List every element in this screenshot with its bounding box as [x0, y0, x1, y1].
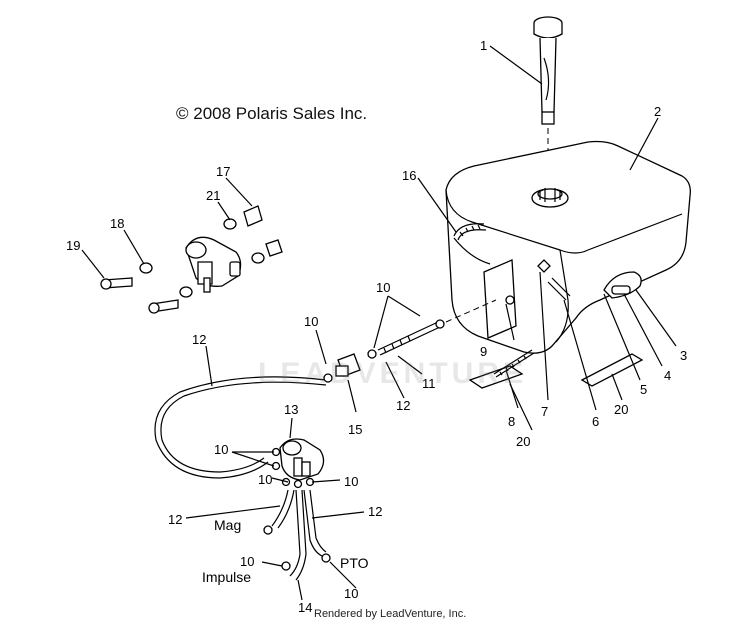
callout-10-d: 10: [258, 472, 272, 487]
hose-labels: Mag Impulse PTO: [202, 517, 369, 585]
fuel-line-long: [154, 376, 327, 479]
callout-15: 15: [348, 422, 362, 437]
callout-10-f: 10: [240, 554, 254, 569]
callout-10-g: 10: [344, 586, 358, 601]
fuel-tank: [445, 140, 691, 354]
callout-20-left: 20: [516, 434, 530, 449]
callout-6: 6: [592, 414, 599, 429]
callout-2: 2: [654, 104, 661, 119]
callout-1: 1: [480, 38, 487, 53]
fuel-pump-upper: [100, 205, 283, 314]
lower-hoses: [263, 489, 331, 581]
label-pto: PTO: [340, 555, 369, 571]
callout-21: 21: [206, 188, 220, 203]
leader-lines: [81, 45, 677, 601]
callout-10-b: 10: [304, 314, 318, 329]
callout-8: 8: [508, 414, 515, 429]
callout-5: 5: [640, 382, 647, 397]
label-mag: Mag: [214, 517, 241, 533]
strap-spring: [493, 349, 535, 378]
pickup-tube: [377, 299, 497, 356]
callout-10-e: 10: [344, 474, 358, 489]
callout-20-right: 20: [614, 402, 628, 417]
callout-3: 3: [680, 348, 687, 363]
callout-11: 11: [422, 376, 436, 391]
watermark: LEADVENTURE: [258, 357, 528, 390]
callouts: 1 2 3 4 5 6 7 8 9 20 20 16 17 21 18 19 1…: [66, 38, 687, 615]
callout-17: 17: [216, 164, 230, 179]
footer-credit: Rendered by LeadVenture, Inc.: [314, 608, 467, 620]
callout-18: 18: [110, 216, 124, 231]
callout-12-d: 12: [368, 504, 382, 519]
callout-16: 16: [402, 168, 416, 183]
callout-7: 7: [541, 404, 548, 419]
breather-hose: [453, 223, 487, 241]
callout-10-a: 10: [376, 280, 390, 295]
callout-12-c: 12: [168, 512, 182, 527]
callout-12-a: 12: [192, 332, 206, 347]
callout-12-b: 12: [396, 398, 410, 413]
label-impulse: Impulse: [202, 569, 251, 585]
callout-9: 9: [480, 344, 487, 359]
copyright-notice: © 2008 Polaris Sales Inc.: [176, 104, 368, 123]
callout-10-c: 10: [214, 442, 228, 457]
callout-13: 13: [284, 402, 298, 417]
callout-4: 4: [664, 368, 671, 383]
callout-14: 14: [298, 600, 312, 615]
fuel-valve: [323, 349, 377, 383]
fuel-pump-lower: [271, 438, 325, 489]
callout-19: 19: [66, 238, 80, 253]
